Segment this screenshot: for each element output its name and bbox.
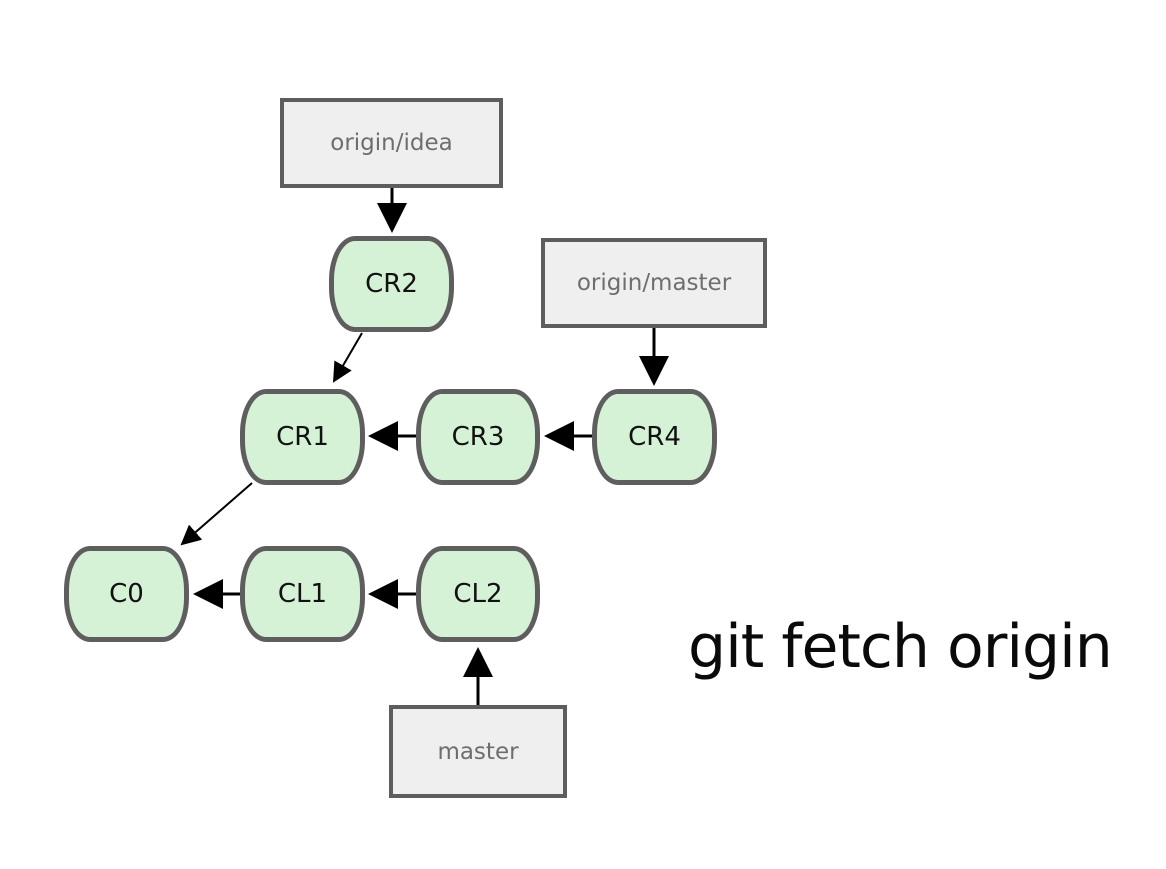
ref-origin-idea: origin/idea bbox=[280, 98, 503, 188]
commit-cr3-label: CR3 bbox=[451, 422, 505, 452]
arrow-cr2-to-cr1 bbox=[332, 332, 363, 383]
commit-c0: C0 bbox=[64, 546, 189, 642]
commit-cr1: CR1 bbox=[240, 389, 365, 485]
commit-cr3: CR3 bbox=[416, 389, 540, 485]
commit-cr2-label: CR2 bbox=[365, 269, 418, 299]
ref-master-label: master bbox=[437, 738, 519, 765]
commit-cl2: CL2 bbox=[416, 546, 540, 642]
ref-origin-idea-label: origin/idea bbox=[330, 130, 453, 156]
commit-cl2-label: CL2 bbox=[453, 579, 503, 609]
ref-origin-master: origin/master bbox=[541, 238, 767, 328]
command-caption: git fetch origin bbox=[688, 612, 1113, 682]
commit-cl1-label: CL1 bbox=[277, 579, 328, 609]
commit-cl1: CL1 bbox=[240, 546, 365, 642]
commit-cr2: CR2 bbox=[329, 236, 454, 332]
commit-cr1-label: CR1 bbox=[276, 422, 329, 452]
ref-master: master bbox=[389, 705, 567, 798]
ref-origin-master-label: origin/master bbox=[576, 270, 732, 296]
commit-cr4-label: CR4 bbox=[628, 422, 681, 452]
commit-c0-label: C0 bbox=[109, 579, 144, 609]
commit-cr4: CR4 bbox=[592, 389, 717, 485]
arrow-cr1-to-c0 bbox=[180, 482, 253, 546]
